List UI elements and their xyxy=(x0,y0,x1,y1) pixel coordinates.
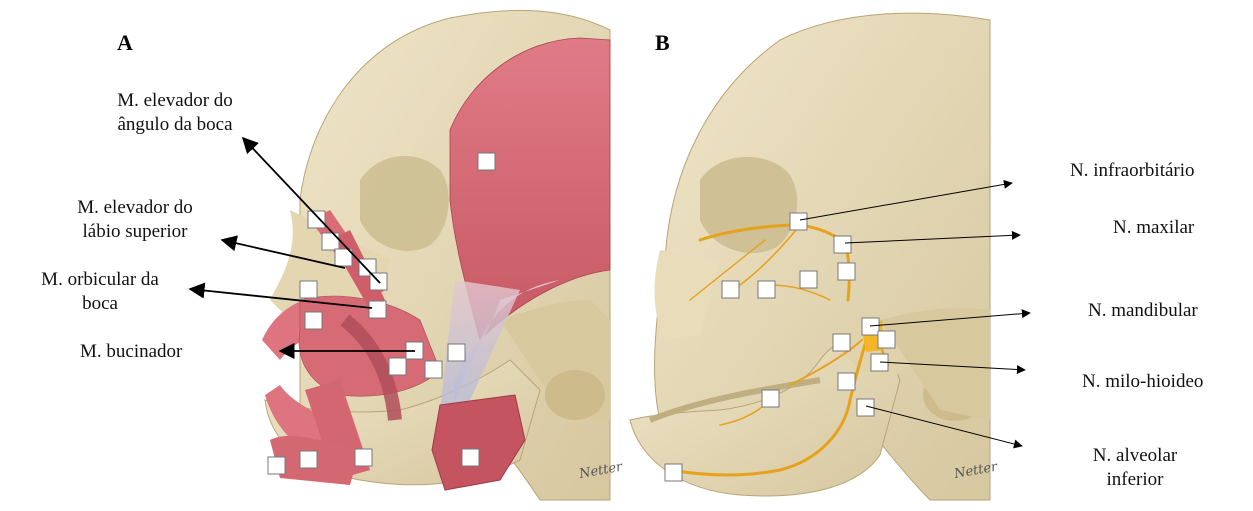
marker-a-14[interactable] xyxy=(268,457,285,474)
marker-a-11[interactable] xyxy=(389,358,406,375)
marker-b-12[interactable] xyxy=(762,390,779,407)
marker-b-5[interactable] xyxy=(722,281,739,298)
label-bucinador: M. bucinador xyxy=(80,340,182,364)
marker-a-13[interactable] xyxy=(300,451,317,468)
marker-b-6[interactable] xyxy=(758,281,775,298)
marker-a-7[interactable] xyxy=(369,301,386,318)
marker-a-16[interactable] xyxy=(462,449,479,466)
marker-b-8[interactable] xyxy=(833,334,850,351)
label-maxilar: N. maxilar xyxy=(1113,216,1194,240)
marker-b-11[interactable] xyxy=(838,373,855,390)
marker-a-15[interactable] xyxy=(355,449,372,466)
marker-a-1[interactable] xyxy=(308,211,325,228)
marker-b-7[interactable] xyxy=(862,318,879,335)
marker-b-1[interactable] xyxy=(790,213,807,230)
label-infraorbitario: N. infraorbitário xyxy=(1070,159,1195,183)
masseter-muscle xyxy=(432,395,525,490)
marker-a-2[interactable] xyxy=(322,233,339,250)
label-elevador-labio-superior: M. elevador do lábio superior xyxy=(40,196,230,244)
marker-a-6[interactable] xyxy=(300,281,317,298)
label-milo-hioideo: N. milo-hioideo xyxy=(1082,370,1203,394)
marker-b-2[interactable] xyxy=(834,236,851,253)
marker-b-3[interactable] xyxy=(838,263,855,280)
marker-a-8[interactable] xyxy=(305,312,322,329)
marker-b-4[interactable] xyxy=(800,271,817,288)
label-orbicular-boca: M. orbicular da boca xyxy=(0,268,200,316)
marker-a-temporalis[interactable] xyxy=(478,153,495,170)
marker-a-10[interactable] xyxy=(448,344,465,361)
marker-b-9[interactable] xyxy=(878,331,895,348)
label-mandibular: N. mandibular xyxy=(1088,299,1198,323)
label-elevador-angulo-boca: M. elevador do ângulo da boca xyxy=(110,89,240,137)
marker-b-14[interactable] xyxy=(665,464,682,481)
label-alveolar-inferior: N. alveolar inferior xyxy=(1075,444,1195,492)
marker-a-12[interactable] xyxy=(425,361,442,378)
skull-b xyxy=(630,13,990,500)
